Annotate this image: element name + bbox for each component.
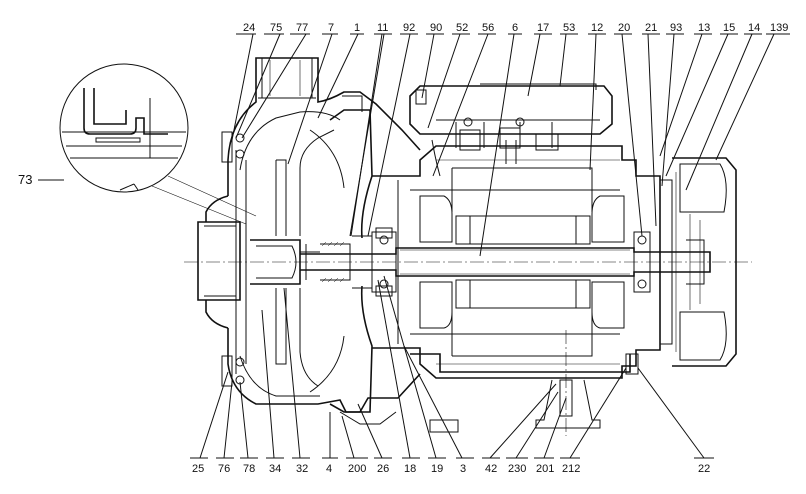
label-201: 201 bbox=[536, 463, 554, 475]
label-17: 17 bbox=[537, 22, 549, 34]
label-230: 230 bbox=[508, 463, 526, 475]
label-77: 77 bbox=[296, 22, 308, 34]
label-56: 56 bbox=[482, 22, 494, 34]
label-75: 75 bbox=[270, 22, 282, 34]
label-34: 34 bbox=[269, 463, 281, 475]
motor-foot bbox=[339, 353, 639, 433]
label-139: 139 bbox=[770, 22, 788, 34]
label-1: 1 bbox=[354, 22, 360, 34]
label-73: 73 bbox=[18, 172, 32, 187]
label-52: 52 bbox=[456, 22, 468, 34]
label-21: 21 bbox=[645, 22, 657, 34]
bottom-labels: 25 76 78 34 32 4 200 26 18 19 3 42 230 2… bbox=[192, 463, 710, 475]
label-11: 11 bbox=[377, 22, 388, 34]
label-12: 12 bbox=[591, 22, 603, 34]
label-14: 14 bbox=[748, 22, 760, 34]
top-labels: 24 75 77 7 1 11 92 90 52 56 6 17 53 12 2… bbox=[243, 22, 788, 34]
label-24: 24 bbox=[243, 22, 255, 34]
impeller bbox=[250, 129, 345, 393]
label-90: 90 bbox=[430, 22, 442, 34]
label-15: 15 bbox=[723, 22, 735, 34]
label-212: 212 bbox=[562, 463, 580, 475]
label-26: 26 bbox=[377, 463, 389, 475]
label-22: 22 bbox=[698, 463, 710, 475]
pump-casing bbox=[197, 57, 421, 413]
label-42: 42 bbox=[485, 463, 497, 475]
label-76: 76 bbox=[218, 463, 230, 475]
label-7: 7 bbox=[328, 22, 334, 34]
label-19: 19 bbox=[431, 463, 443, 475]
detail-view-73 bbox=[59, 63, 257, 225]
terminal-box bbox=[409, 83, 613, 177]
label-78: 78 bbox=[243, 463, 255, 475]
label-18: 18 bbox=[404, 463, 416, 475]
bracket-and-seal bbox=[320, 95, 397, 413]
label-13: 13 bbox=[698, 22, 710, 34]
label-53: 53 bbox=[563, 22, 575, 34]
label-4: 4 bbox=[326, 463, 332, 475]
label-93: 93 bbox=[670, 22, 682, 34]
label-32: 32 bbox=[296, 463, 308, 475]
label-92: 92 bbox=[403, 22, 415, 34]
label-200: 200 bbox=[348, 463, 366, 475]
label-6: 6 bbox=[512, 22, 518, 34]
label-20: 20 bbox=[618, 22, 630, 34]
label-25: 25 bbox=[192, 463, 204, 475]
rear-end-and-fan bbox=[633, 157, 737, 367]
shaft bbox=[300, 247, 711, 277]
label-3: 3 bbox=[460, 463, 466, 475]
top-leader-lines bbox=[231, 33, 790, 257]
